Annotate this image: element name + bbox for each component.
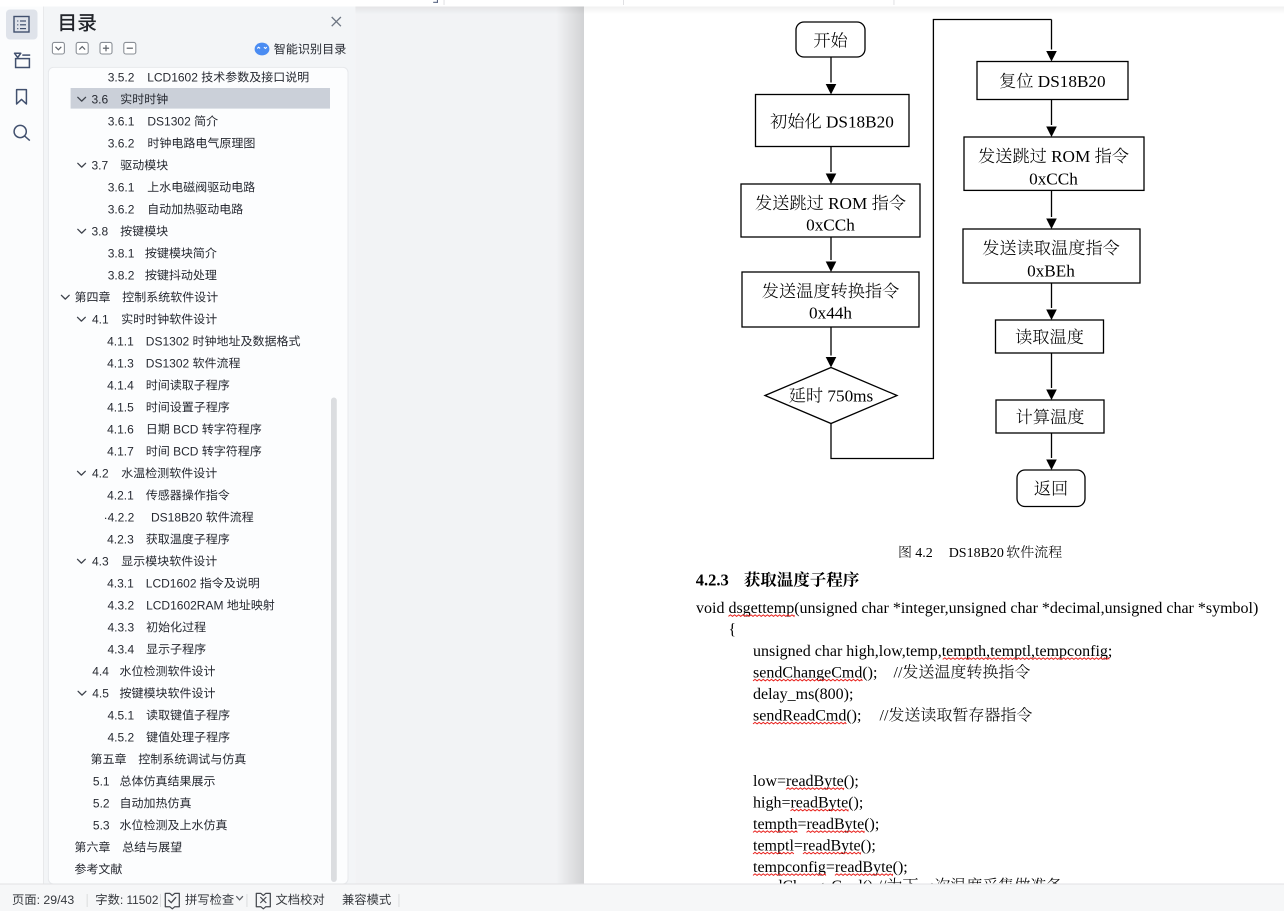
svg-text:DS1302: DS1302: [146, 334, 193, 348]
svg-text:0x44h: 0x44h: [809, 304, 852, 323]
svg-text:4.1.1: 4.1.1: [107, 334, 134, 348]
svg-text:5.2: 5.2: [93, 796, 110, 810]
svg-text:4.2.3: 4.2.3: [696, 571, 729, 590]
svg-text:LCD1602RAM: LCD1602RAM: [146, 598, 227, 612]
svg-text:4.3.4: 4.3.4: [108, 642, 135, 656]
svg-text:3.6.1: 3.6.1: [108, 180, 135, 194]
svg-text:4.2.1: 4.2.1: [107, 488, 134, 502]
svg-text:DS18B20: DS18B20: [949, 546, 1004, 561]
svg-text://: //: [894, 665, 903, 682]
svg-text:4.1.6: 4.1.6: [107, 422, 134, 436]
svg-text:3.8: 3.8: [92, 224, 109, 238]
svg-text:4.3: 4.3: [92, 554, 109, 568]
svg-text:3.6.1: 3.6.1: [108, 114, 135, 128]
svg-text:5.3: 5.3: [93, 818, 110, 832]
svg-text:3.7: 3.7: [92, 158, 109, 172]
svg-text:ROM: ROM: [1047, 147, 1095, 166]
svg-text:tempconfig=readByte();: tempconfig=readByte();: [753, 859, 908, 876]
svg-text:750ms: 750ms: [823, 387, 873, 406]
svg-text:0xBEh: 0xBEh: [1027, 261, 1075, 280]
svg-text:3.8.2: 3.8.2: [108, 268, 135, 282]
svg-text:high=readByte();: high=readByte();: [753, 795, 863, 812]
svg-text:4.1: 4.1: [92, 312, 109, 326]
svg-text:4.2: 4.2: [915, 546, 933, 561]
svg-text:4.5.2: 4.5.2: [108, 730, 135, 744]
svg-text:4.3.3: 4.3.3: [108, 620, 135, 634]
svg-text:BCD: BCD: [170, 444, 202, 458]
svg-text:: 29/43: : 29/43: [37, 893, 75, 907]
svg-text:4.2: 4.2: [92, 466, 109, 480]
svg-text:sendChangeCmd();: sendChangeCmd();: [753, 665, 877, 682]
svg-text:4.5.1: 4.5.1: [108, 708, 135, 722]
svg-text://: //: [880, 708, 889, 725]
svg-text:DS1302: DS1302: [146, 356, 193, 370]
svg-text:3.6: 3.6: [92, 92, 109, 106]
svg-text:4.1.3: 4.1.3: [107, 356, 134, 370]
svg-text:4.1.5: 4.1.5: [107, 400, 134, 414]
svg-text:3.6.2: 3.6.2: [108, 202, 135, 216]
svg-text:5.1: 5.1: [93, 774, 110, 788]
svg-text:4.5: 4.5: [92, 686, 109, 700]
svg-text:4.1.7: 4.1.7: [107, 444, 134, 458]
svg-text:3.6.2: 3.6.2: [108, 136, 135, 150]
svg-text:DS18B20: DS18B20: [822, 113, 894, 132]
svg-text://: //: [878, 878, 887, 895]
svg-text:tempth=readByte();: tempth=readByte();: [753, 816, 879, 833]
svg-text:11502: 11502: [127, 893, 159, 907]
svg-text:{: {: [729, 622, 737, 639]
svg-text:4.3.2: 4.3.2: [108, 598, 135, 612]
svg-text:3.5.2: 3.5.2: [108, 70, 135, 84]
svg-text::: :: [120, 893, 123, 907]
svg-text:DS18B20: DS18B20: [151, 510, 206, 524]
svg-text:4.4: 4.4: [92, 664, 109, 678]
svg-text:3.8.1: 3.8.1: [108, 246, 135, 260]
svg-text:4.2.3: 4.2.3: [107, 532, 134, 546]
svg-text:void dsgettemp(unsigned char *: void dsgettemp(unsigned char *integer,un…: [696, 600, 1258, 617]
svg-text:·4.2.2: ·4.2.2: [104, 510, 135, 524]
svg-text:0xCCh: 0xCCh: [806, 216, 855, 235]
svg-text:temptl=readByte();: temptl=readByte();: [753, 838, 876, 855]
svg-text:4.3.1: 4.3.1: [107, 576, 134, 590]
svg-text:DS18B20: DS18B20: [1034, 72, 1106, 91]
svg-text:low=readByte();: low=readByte();: [753, 773, 859, 790]
svg-text:4.1.4: 4.1.4: [107, 378, 134, 392]
svg-text:0xCCh: 0xCCh: [1029, 169, 1078, 188]
svg-text:unsigned char high,low,temp,te: unsigned char high,low,temp,tempth,tempt…: [753, 643, 1112, 660]
svg-text:BCD: BCD: [170, 422, 202, 436]
svg-text:sendChangeCmd();: sendChangeCmd();: [753, 878, 877, 895]
svg-text:LCD1602: LCD1602: [147, 70, 201, 84]
svg-text:sendReadCmd();: sendReadCmd();: [753, 708, 861, 725]
svg-text:LCD1602: LCD1602: [146, 576, 200, 590]
svg-text:ROM: ROM: [824, 194, 872, 213]
svg-text:DS1302: DS1302: [147, 114, 194, 128]
svg-text:delay_ms(800);: delay_ms(800);: [753, 686, 853, 703]
